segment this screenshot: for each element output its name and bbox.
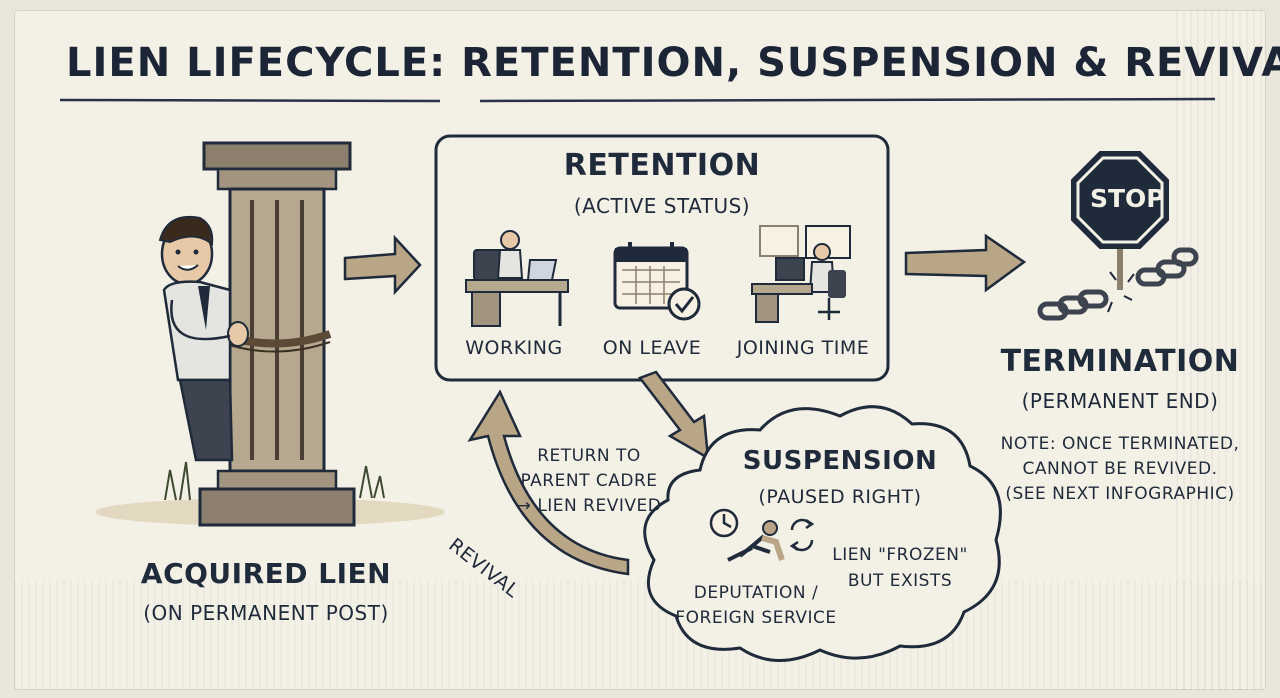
- termination-note-line: (SEE NEXT INFOGRAPHIC): [1005, 484, 1235, 504]
- acquired-lien-sub: (ON PERMANENT POST): [143, 601, 389, 625]
- paused-figure-icon: [727, 520, 785, 562]
- termination-note-line: NOTE: ONCE TERMINATED,: [1000, 434, 1240, 454]
- suspension-left-note-line: FOREIGN SERVICE: [675, 608, 837, 628]
- arrow-to-suspension: [637, 370, 710, 461]
- calendar-icon: [613, 242, 701, 321]
- retention-item-working: WORKING: [465, 337, 563, 359]
- napkin-fold: [1176, 10, 1266, 690]
- retention-item-on-leave: ON LEAVE: [602, 337, 702, 359]
- revival-note-line: PARENT CADRE: [520, 471, 658, 491]
- suspension-sub: (PAUSED RIGHT): [758, 486, 922, 508]
- retention-heading: RETENTION: [563, 148, 761, 183]
- grass-icon: [164, 461, 385, 501]
- acquired-lien-heading: ACQUIRED LIEN: [140, 557, 392, 590]
- arrow-to-termination: [904, 233, 1027, 293]
- termination-sub: (PERMANENT END): [1021, 389, 1219, 413]
- suspension-left-note-line: DEPUTATION /: [693, 583, 819, 603]
- pillar-icon: [198, 141, 356, 527]
- arrow-to-retention: [343, 234, 422, 296]
- revival-arrow: [467, 389, 630, 576]
- stop-sign-label: STOP: [1090, 184, 1165, 213]
- retention-item-joining-time: JOINING TIME: [736, 337, 870, 359]
- suspension-right-note-line: BUT EXISTS: [847, 571, 953, 591]
- title-underline-right: [479, 97, 1216, 103]
- title-underline-left: [59, 98, 441, 103]
- suspension-cloud: [643, 405, 1002, 662]
- person-icon: [158, 216, 249, 462]
- page-title: LIEN LIFECYCLE: RETENTION, SUSPENSION & …: [66, 40, 1280, 86]
- termination-heading: TERMINATION: [1000, 344, 1240, 379]
- revival-note-line: → LIEN REVIVED: [516, 496, 662, 516]
- revival-note-line: RETURN TO: [537, 446, 641, 466]
- termination-note-line: CANNOT BE REVIVED.: [1022, 459, 1218, 479]
- clock-icon: [709, 508, 739, 538]
- refresh-icon: [789, 518, 815, 552]
- suspension-heading: SUSPENSION: [742, 446, 938, 476]
- working-desk-icon: [465, 230, 569, 327]
- broken-chain-icon: [1037, 247, 1199, 321]
- joining-desk-icon: [751, 225, 851, 323]
- retention-sub: (ACTIVE STATUS): [573, 194, 751, 218]
- suspension-right-note-line: LIEN "FROZEN": [832, 545, 968, 565]
- stop-sign-icon: [1071, 151, 1169, 290]
